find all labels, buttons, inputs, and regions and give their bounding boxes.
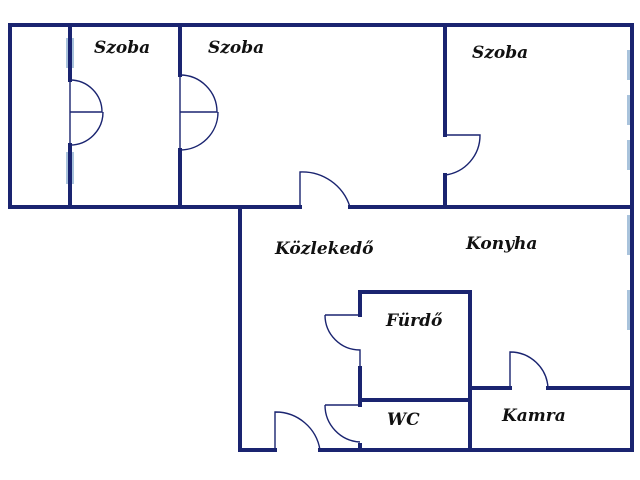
room-label: Szoba [472, 43, 528, 63]
door-swing [274, 411, 321, 451]
room-label: Kamra [501, 406, 566, 426]
walls [8, 23, 634, 452]
door-swing [509, 351, 549, 389]
room-label: WC [387, 410, 420, 430]
door-swing [324, 404, 361, 443]
room-label: Szoba [94, 38, 150, 58]
door-swing [324, 314, 361, 368]
room-label: Szoba [208, 38, 264, 58]
door-swing [179, 111, 219, 151]
room-label: Közlekedő [274, 239, 374, 259]
room-label: Fürdő [385, 311, 443, 331]
doors [69, 74, 549, 451]
door-swing [179, 74, 218, 113]
room-label: Konyha [465, 234, 537, 254]
door-swing [299, 171, 351, 208]
windows [66, 38, 634, 330]
room-labels: Szoba Szoba Szoba Közlekedő Konyha Fürdő… [94, 38, 566, 430]
door-swing [444, 134, 481, 176]
door-swing [69, 111, 104, 146]
door-swing [69, 79, 103, 113]
